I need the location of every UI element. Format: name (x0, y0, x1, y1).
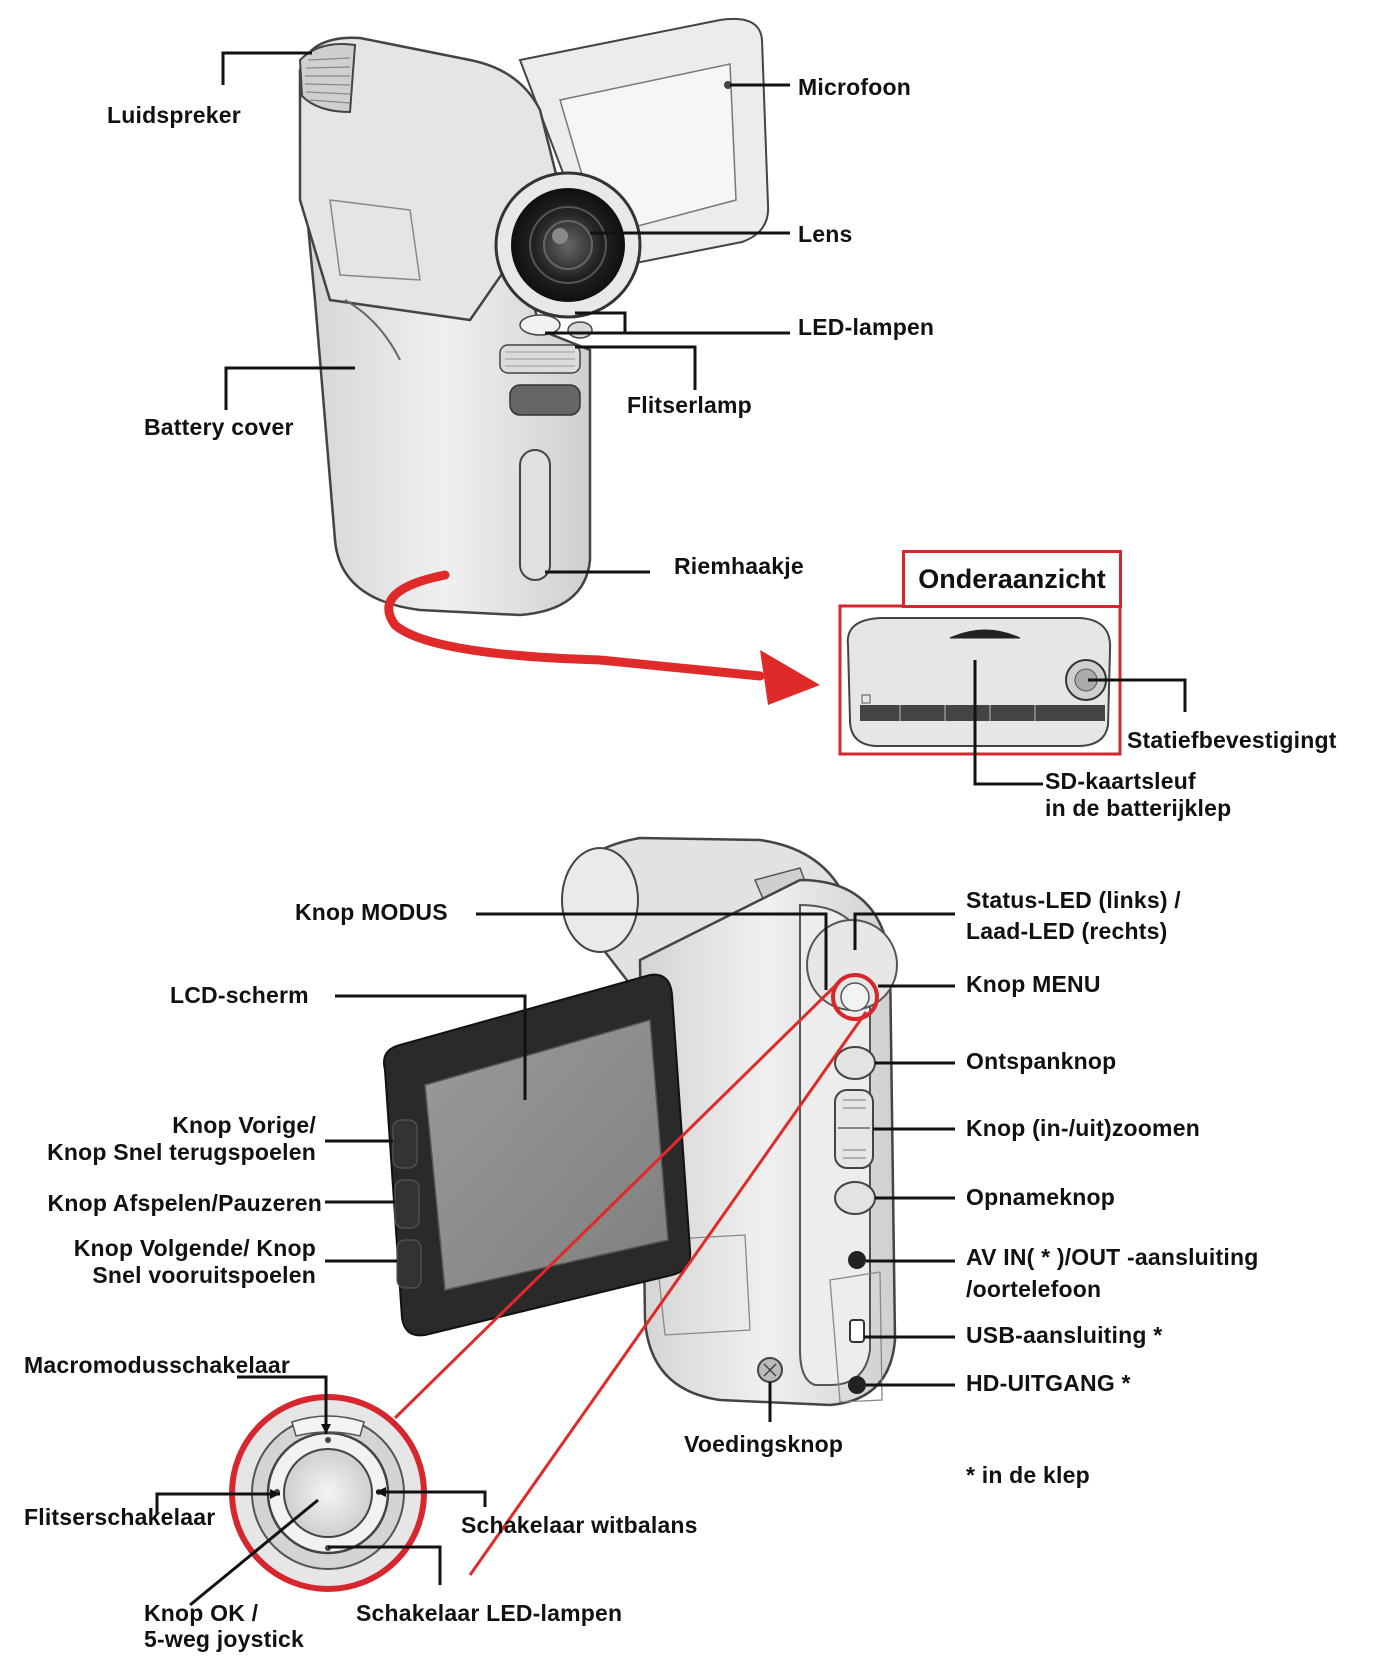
label-led-switch: Schakelaar LED-lampen (356, 1600, 623, 1626)
joystick-zoom-cone (393, 983, 868, 1576)
label-hd-out: HD-UITGANG * (966, 1370, 1131, 1396)
label-led-lamps: LED-lampen (798, 314, 935, 340)
label-mode-button: Knop MODUS (295, 899, 448, 925)
label-microphone: Microfoon (798, 74, 911, 100)
usb-port (849, 1319, 865, 1343)
label-sd-slot-line1: SD-kaartsleuf (1045, 768, 1196, 794)
label-menu-button: Knop MENU (966, 971, 1101, 997)
label-zoom: Knop (in-/uit)zoomen (966, 1115, 1200, 1141)
label-battery-cover: Battery cover (144, 414, 294, 440)
hd-port (848, 1376, 866, 1394)
label-av-line2: /oortelefoon (966, 1276, 1102, 1302)
label-flash-switch: Flitserschakelaar (24, 1504, 216, 1530)
microphone-hole (724, 81, 732, 89)
label-prev-line1: Knop Vorige/ (172, 1112, 316, 1138)
label-speaker: Luidspreker (107, 102, 241, 128)
lens-glass (511, 188, 625, 302)
label-strap-hook: Riemhaakje (674, 553, 804, 579)
grip-slot (519, 449, 551, 581)
view-arrow (384, 570, 820, 705)
bottom-view-illustration (838, 604, 1122, 756)
label-footnote: * in de klep (966, 1462, 1090, 1488)
label-shutter: Ontspanknop (966, 1048, 1117, 1074)
label-status-led-line1: Status-LED (links) / (966, 887, 1181, 913)
bottom-view-title-box: Onderaanzicht (902, 550, 1122, 608)
label-prev-line2: Knop Snel terugspoelen (47, 1139, 316, 1165)
joystick-arrowheads (270, 1424, 386, 1499)
label-lens: Lens (798, 221, 853, 247)
label-ok-line2: 5-weg joystick (144, 1626, 305, 1652)
label-sd-slot-line2: in de batterijklep (1045, 795, 1232, 821)
menu-button-red (831, 973, 879, 1021)
label-power: Voedingsknop (684, 1431, 844, 1457)
label-next-line1: Knop Volgende/ Knop (73, 1235, 316, 1261)
label-play-pause: Knop Afspelen/Pauzeren (47, 1190, 322, 1216)
shutter-button (834, 1046, 876, 1080)
label-av-line1: AV IN( * )/OUT -aansluiting (966, 1244, 1259, 1270)
label-status-led-line2: Laad-LED (rechts) (966, 918, 1168, 944)
av-port (848, 1251, 866, 1269)
bottom-view-title: Onderaanzicht (918, 564, 1106, 594)
label-lcd-screen: LCD-scherm (170, 982, 309, 1008)
zoom-rocker (834, 1089, 874, 1169)
record-button (834, 1181, 876, 1215)
label-tripod: Statiefbevestigingt (1127, 727, 1337, 753)
speaker-grill (298, 43, 357, 114)
label-macro: Macromodusschakelaar (24, 1352, 291, 1378)
led-lamp (519, 314, 561, 336)
label-usb: USB-aansluiting * (966, 1322, 1163, 1348)
front-camera-illustration (298, 18, 770, 617)
label-flash-lamp: Flitserlamp (627, 392, 752, 418)
label-ok-line1: Knop OK / (144, 1600, 259, 1626)
lcd-screen (424, 1019, 669, 1291)
leader-lines (155, 51, 1187, 1607)
ok-button (283, 1448, 373, 1538)
label-next-line2: Snel vooruitspoelen (92, 1262, 316, 1288)
label-white-balance: Schakelaar witbalans (461, 1512, 698, 1538)
back-camera-illustration (383, 836, 898, 1407)
label-record: Opnameknop (966, 1184, 1115, 1210)
